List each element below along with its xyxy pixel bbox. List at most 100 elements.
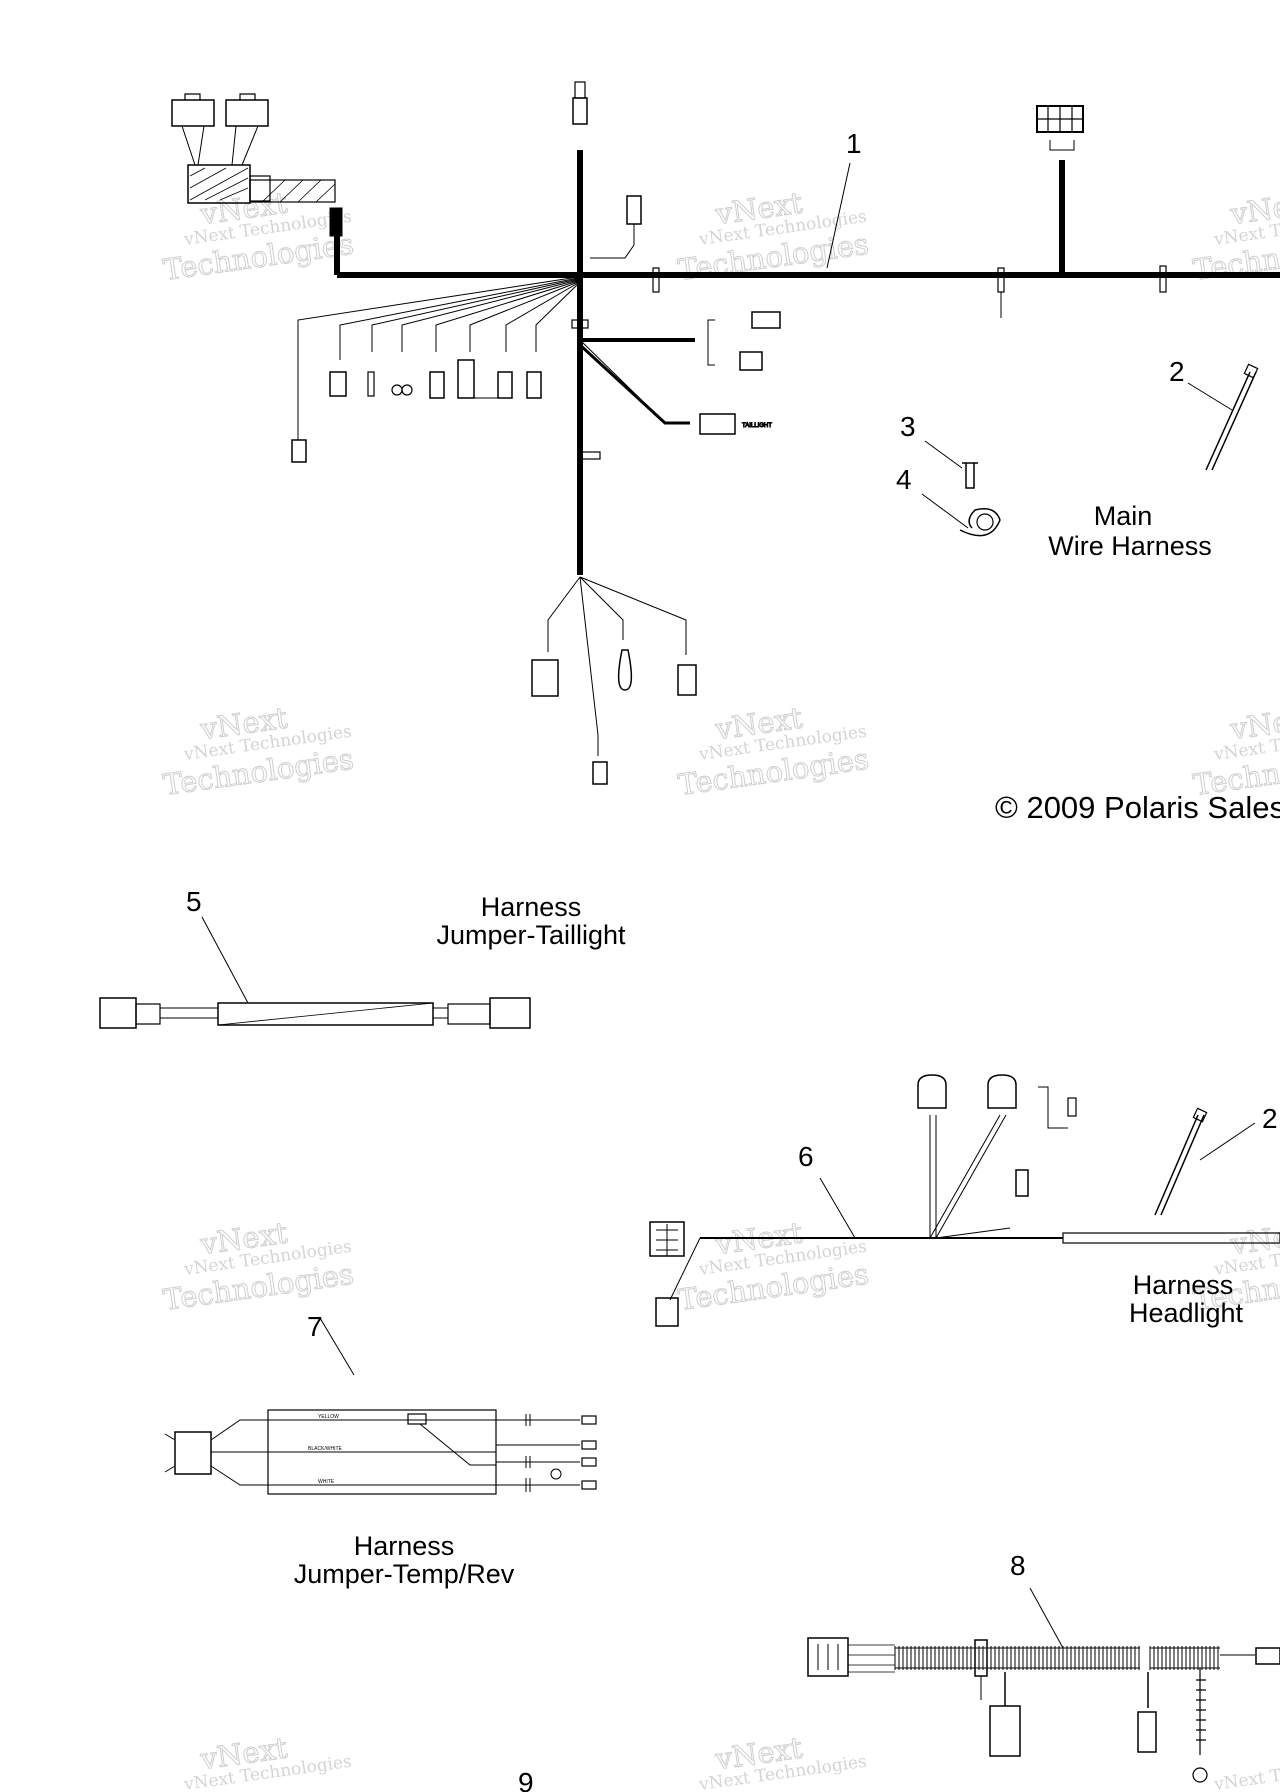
corr-left-cells — [817, 1644, 839, 1670]
corr-leads — [848, 1644, 895, 1673]
fanout-connector-6 — [497, 371, 513, 399]
corr-clamp — [974, 1639, 988, 1677]
part-3-screw — [962, 462, 978, 489]
taillight-left-connector — [99, 997, 137, 1029]
taillight-right-connector — [489, 997, 531, 1029]
connector-junction-plug — [626, 195, 642, 225]
side-connector-a — [751, 311, 781, 329]
branch-thin — [579, 339, 666, 424]
corr-ring-terminal — [1192, 1767, 1208, 1783]
callout-6: 6 — [798, 1141, 814, 1172]
callout-leader-2a — [1187, 382, 1233, 411]
taillight-lead-left — [160, 1007, 218, 1019]
corrugated-harness — [807, 1587, 1280, 1783]
connector-tab — [184, 93, 256, 100]
bottom-connector-4 — [592, 761, 608, 785]
bottom-connector-3 — [677, 664, 697, 696]
watermark: vNext Technologies vNext Technologies — [160, 700, 356, 803]
headlight-left-cells — [656, 1224, 678, 1256]
taillight-title-line-1: Harness — [481, 892, 582, 922]
headlight-left-connector-2 — [655, 1297, 679, 1327]
part-2-tie-strap — [1205, 371, 1257, 471]
callout-7: 7 — [307, 1311, 323, 1342]
connector-top — [572, 97, 588, 125]
side-bracket — [707, 319, 715, 366]
corr-coil — [1196, 1668, 1206, 1755]
fanout-wires — [297, 276, 579, 440]
bottom-bulb — [617, 649, 633, 691]
fanout-connector-7 — [526, 371, 542, 399]
temprev-terminal-4 — [581, 1480, 597, 1490]
watermark: vNext Technologies vNext Technologies — [675, 700, 871, 803]
fanout-ring-a — [391, 384, 403, 396]
watermark: vNext Technologies vNext — [182, 1730, 353, 1792]
headlight-title-line-2: Headlight — [1129, 1298, 1244, 1328]
wire-label-yellow: YELLOW — [318, 1414, 339, 1420]
temprev-wires-left — [210, 1419, 268, 1486]
temprev-wires-inside — [268, 1419, 496, 1486]
callout-4: 4 — [896, 464, 912, 495]
inline-connector-b — [997, 267, 1005, 293]
headlight-bracket — [1038, 1086, 1068, 1129]
watermark-small: vNext Technologies — [1212, 1752, 1280, 1792]
part-2b-strap-head — [1192, 1107, 1208, 1123]
temprev-title-line-2: Jumper-Temp/Rev — [294, 1559, 515, 1589]
headlight-branches — [929, 1114, 1011, 1239]
taillight-label: TAILLIGHT — [742, 423, 772, 429]
connector-top-cap — [574, 81, 586, 99]
watermark: vNext Technologies vNext Technologies — [160, 185, 356, 288]
watermark: vNext Technologies vNext Technologies — [1190, 185, 1280, 288]
box-cells — [1037, 106, 1083, 132]
connector-abcdef-right — [225, 99, 269, 127]
taillight-lead-right — [433, 1007, 448, 1019]
callout-leader-3 — [924, 440, 963, 469]
watermark: vNext Technologies vNext Technologies — [1190, 700, 1280, 803]
sleeve-ext-hatch — [261, 179, 336, 203]
callout-2-second: 2 — [1262, 1103, 1278, 1134]
callout-8: 8 — [1010, 1550, 1026, 1581]
taillight-right-insert — [447, 1003, 491, 1025]
copyright: © 2009 Polaris Sales — [995, 790, 1280, 825]
corrugated-conduit — [894, 1646, 1220, 1670]
main-title-line-2: Wire Harness — [1048, 531, 1212, 561]
headlight-title-line-1: Harness — [1133, 1270, 1234, 1300]
inline-connector-c — [1159, 265, 1167, 293]
callout-2: 2 — [1169, 356, 1185, 387]
fanout-connector-5 — [457, 359, 475, 399]
fanout-connector-1 — [291, 439, 307, 463]
taillight-sleeve — [217, 1002, 434, 1026]
taillight-sleeve-diag — [217, 1002, 434, 1026]
watermark: vNext Technologies vNext — [697, 1730, 868, 1792]
temprev-marker — [550, 1468, 562, 1480]
watermark-large-1: vNext — [1228, 186, 1280, 232]
callout-leader-7 — [319, 1317, 355, 1376]
callout-1: 1 — [846, 128, 862, 159]
inline-connector-a — [652, 267, 660, 293]
trunk-fuse-b — [577, 451, 601, 460]
headlight-small-connector — [1015, 1169, 1029, 1197]
callout-9: 9 — [518, 1767, 534, 1792]
main-title-line-1: Main — [1094, 501, 1153, 531]
bottom-connector-1 — [531, 659, 559, 697]
taillight-jumper-harness — [99, 916, 531, 1029]
callout-leader-5 — [201, 916, 249, 1004]
sleeve-hatch — [189, 167, 249, 201]
temprev-title-line-1: Harness — [354, 1531, 455, 1561]
temprev-terminal-2 — [581, 1440, 597, 1450]
corr-right-connector — [1255, 1647, 1280, 1665]
watermark: vNext Technologies vNext Technologies — [675, 1215, 871, 1318]
part-4-clip — [959, 508, 1001, 537]
part-2-tie-strap-b — [1154, 1114, 1205, 1216]
temprev-left-tabs — [164, 1433, 176, 1473]
callout-leader-4 — [921, 493, 969, 529]
fanout-connector-3 — [367, 371, 375, 397]
fanout-connector-2 — [329, 371, 347, 397]
taillight-left-insert — [135, 1003, 161, 1025]
connector-abcdef-left — [171, 99, 215, 127]
headlight-sleeve — [1062, 1232, 1280, 1244]
watermark: vNext Technologies vNext Technologies — [160, 1215, 356, 1318]
headlight-left-lead — [669, 1237, 701, 1301]
temprev-sleeves — [525, 1414, 531, 1492]
watermark: vNext Technologies vNext Technologies — [675, 185, 871, 288]
